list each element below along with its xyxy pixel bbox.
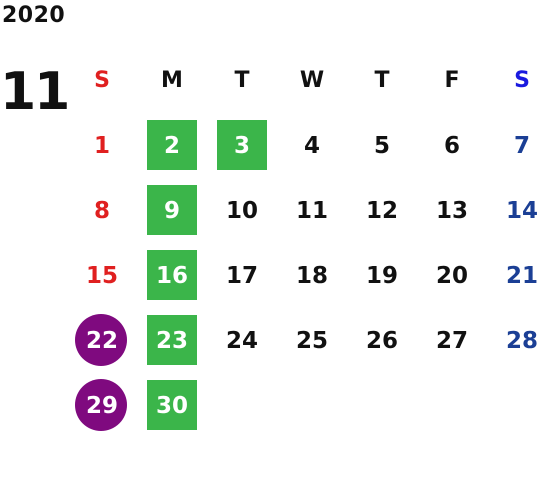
calendar-day: 5 — [373, 132, 390, 159]
weekday-header-saturday: S — [514, 68, 530, 93]
calendar-day: 18 — [295, 262, 328, 289]
calendar-day: 11 — [295, 197, 328, 224]
calendar-day: 20 — [435, 262, 468, 289]
weekday-header-friday: F — [444, 68, 460, 93]
calendar-day-empty — [277, 373, 347, 438]
calendar-day-empty — [347, 373, 417, 438]
calendar-day: 12 — [365, 197, 398, 224]
calendar-day-closed: 16 — [137, 243, 207, 308]
weekday-header-sunday: S — [94, 68, 110, 93]
calendar-day: 4 — [303, 132, 320, 159]
calendar-day: 7 — [513, 132, 530, 159]
calendar-day: 28 — [505, 327, 538, 354]
calendar-day: 19 — [365, 262, 398, 289]
weekday-header-wednesday: W — [299, 68, 325, 93]
calendar-day: 26 — [365, 327, 398, 354]
month-label: 11 — [0, 62, 70, 122]
weekday-header-tuesday: T — [234, 68, 250, 93]
calendar-day: 6 — [443, 132, 460, 159]
calendar-day-empty — [207, 373, 277, 438]
calendar-day-closed: 30 — [137, 373, 207, 438]
calendar-day: 13 — [435, 197, 468, 224]
calendar-day: 10 — [225, 197, 258, 224]
calendar-day-closed: 3 — [207, 113, 277, 178]
calendar-day: 27 — [435, 327, 468, 354]
calendar-day: 24 — [225, 327, 258, 354]
calendar-day-empty — [487, 373, 548, 438]
calendar-day: 17 — [225, 262, 258, 289]
calendar-day-event: 29 — [67, 373, 137, 438]
calendar-day-event: 22 — [67, 308, 137, 373]
calendar-day-closed: 2 — [137, 113, 207, 178]
year-label: 2020 — [2, 3, 66, 28]
calendar-day: 21 — [505, 262, 538, 289]
calendar-day-closed: 9 — [137, 178, 207, 243]
calendar-day: 15 — [85, 262, 118, 289]
calendar-grid: S M T W T F S 1 2 3 4 5 6 7 8 9 10 11 12… — [67, 48, 548, 438]
weekday-header-thursday: T — [374, 68, 390, 93]
calendar-day: 25 — [295, 327, 328, 354]
calendar-day-empty — [417, 373, 487, 438]
weekday-header-monday: M — [161, 68, 183, 93]
calendar-day: 14 — [505, 197, 538, 224]
calendar-day: 8 — [93, 197, 110, 224]
calendar-day: 1 — [93, 132, 110, 159]
calendar-day-closed: 23 — [137, 308, 207, 373]
